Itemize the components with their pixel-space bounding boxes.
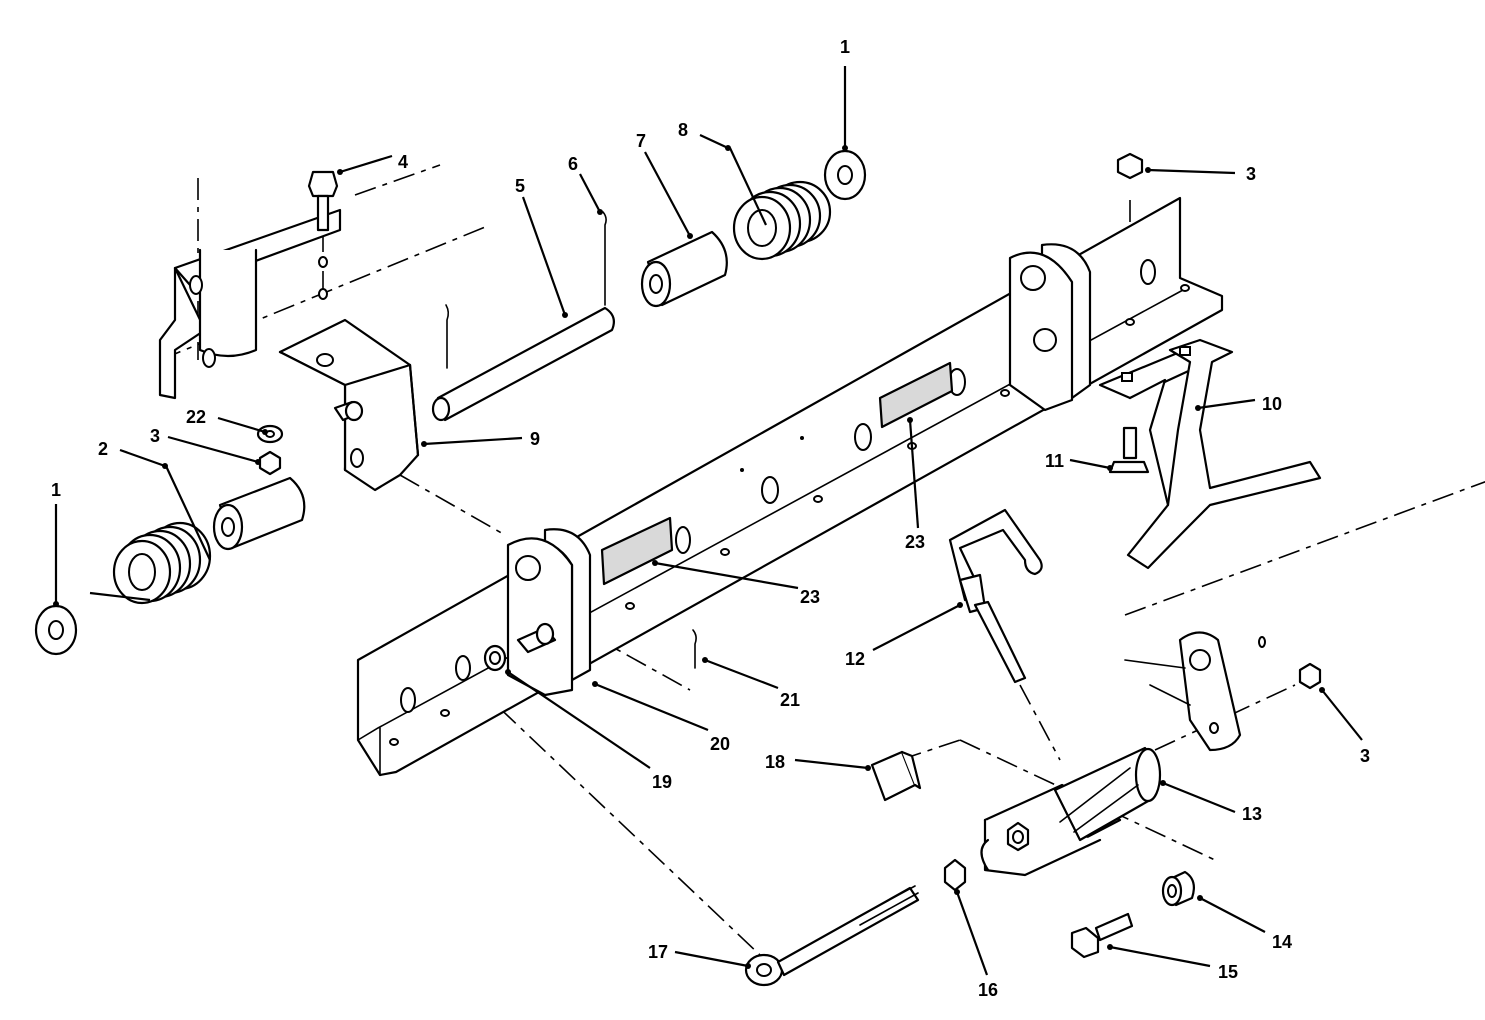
assembly-centerlines xyxy=(159,164,1485,956)
callout-17: 17 xyxy=(648,942,668,962)
callout-1-left: 1 xyxy=(51,480,61,500)
callout-3-top: 3 xyxy=(1246,164,1256,184)
callout-5: 5 xyxy=(515,176,525,196)
decal-23-right xyxy=(878,361,954,429)
pin-5 xyxy=(431,306,615,422)
bolt-15 xyxy=(1070,912,1134,959)
callout-18: 18 xyxy=(765,752,785,772)
clevis-plates-right xyxy=(1008,243,1092,412)
callout-4: 4 xyxy=(398,152,408,172)
callout-13: 13 xyxy=(1242,804,1262,824)
callout-19: 19 xyxy=(652,772,672,792)
right-lower-frame xyxy=(1124,631,1266,752)
callout-12: 12 xyxy=(845,649,865,669)
callout-7: 7 xyxy=(636,131,646,151)
decal-23-left xyxy=(600,516,674,586)
callout-21: 21 xyxy=(780,690,800,710)
callout-9: 9 xyxy=(530,429,540,449)
cotter-pins xyxy=(445,211,697,669)
bushing-lower xyxy=(212,476,306,551)
washers-1 xyxy=(34,149,867,656)
callout-2: 2 xyxy=(98,439,108,459)
spring-8 xyxy=(729,147,832,261)
nut-16 xyxy=(943,858,967,892)
leader-lines xyxy=(53,66,1363,976)
bolt-4 xyxy=(307,170,339,300)
callout-labels: 1 1 2 3 3 3 4 5 6 7 8 9 10 11 12 13 14 1… xyxy=(51,37,1370,1000)
callout-22: 22 xyxy=(186,407,206,427)
callout-23-right: 23 xyxy=(905,532,925,552)
clevis-plates-left xyxy=(506,528,592,697)
callout-20: 20 xyxy=(710,734,730,754)
callout-11: 11 xyxy=(1045,451,1064,471)
callout-1-top: 1 xyxy=(840,37,850,57)
callout-8: 8 xyxy=(678,120,688,140)
small-hardware xyxy=(256,152,1322,892)
callout-10: 10 xyxy=(1262,394,1282,414)
callout-3-left: 3 xyxy=(150,426,160,446)
nut-3-right xyxy=(1298,662,1322,690)
callout-6: 6 xyxy=(568,154,578,174)
eye-bolt-17 xyxy=(744,885,920,987)
callout-23-left: 23 xyxy=(800,587,820,607)
spring-2 xyxy=(89,465,212,605)
main-angle-bar xyxy=(356,196,1224,777)
frame-post-assembly xyxy=(158,208,342,400)
nut-3-left xyxy=(258,450,282,476)
callout-15: 15 xyxy=(1218,962,1238,982)
clevis-13 xyxy=(980,746,1162,877)
bracket-9 xyxy=(278,318,420,492)
callout-3-right: 3 xyxy=(1360,746,1370,766)
spacer-14 xyxy=(1161,870,1195,907)
nut-3-top xyxy=(1116,152,1144,180)
callout-16: 16 xyxy=(978,980,998,1000)
callout-14: 14 xyxy=(1272,932,1292,952)
block-18 xyxy=(870,750,922,802)
pin-12 xyxy=(948,508,1043,684)
tine-10 xyxy=(1098,338,1322,570)
bushing-7 xyxy=(640,230,728,308)
